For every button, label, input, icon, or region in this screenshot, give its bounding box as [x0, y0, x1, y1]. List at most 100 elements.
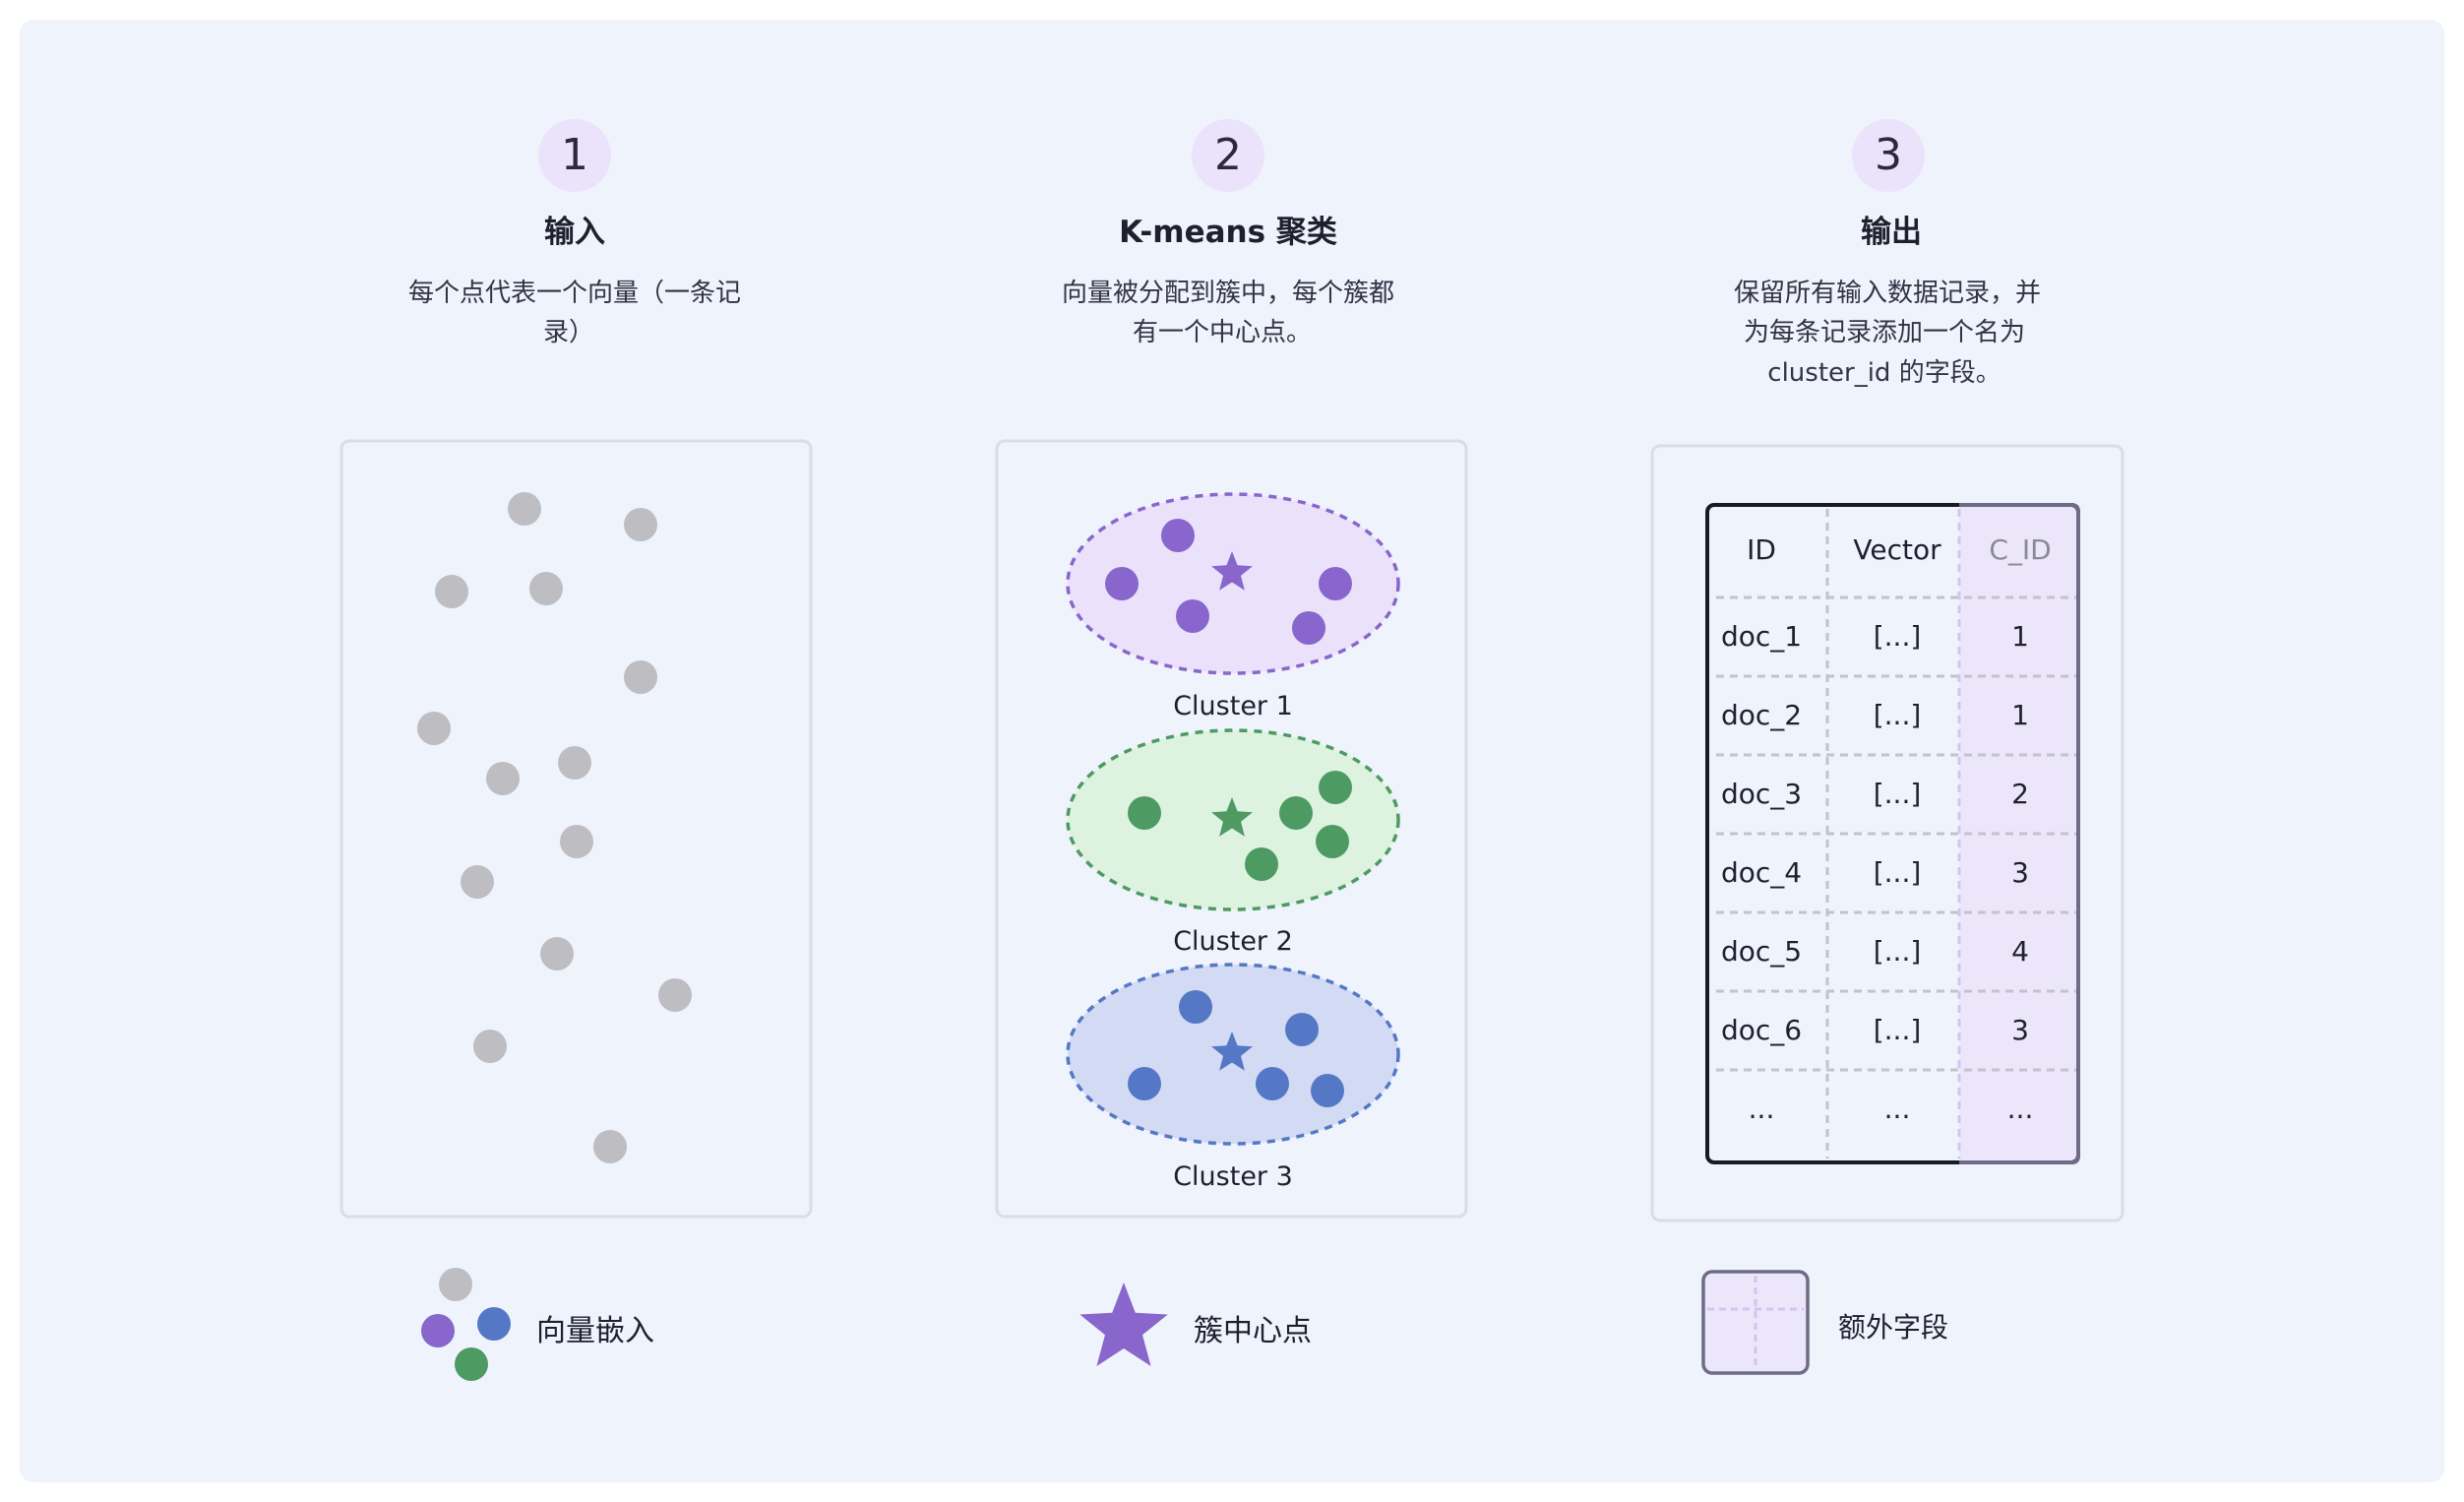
- clusters: Cluster 1 Cluster 2 Cluster 3: [1066, 492, 1400, 1192]
- legend-purple-dot: [421, 1314, 455, 1347]
- legend-embedding-label: 向量嵌入: [536, 1314, 654, 1348]
- step-1-badge: [538, 119, 611, 192]
- legend: 向量嵌入 簇中心点 额外字段: [421, 1268, 1948, 1381]
- table-extra-column-edge: [1959, 503, 2080, 1164]
- step-2-desc-line-2: 有一个中心点。: [1133, 318, 1312, 347]
- cluster-2: Cluster 2: [1066, 728, 1400, 957]
- cluster-2-marks: [1128, 771, 1352, 881]
- table-header-id: ID: [1747, 533, 1776, 566]
- step-3-title: 输出: [1861, 215, 1922, 250]
- input-point-2: [624, 508, 657, 541]
- legend-extra-field-swatch: [1701, 1270, 1810, 1375]
- table-cell: 2: [2011, 778, 2029, 810]
- cluster-3: Cluster 3: [1066, 963, 1400, 1192]
- table-cell: 1: [2011, 620, 2029, 653]
- legend-star-icon: [1079, 1283, 1168, 1366]
- legend-blue-dot: [477, 1307, 511, 1341]
- legend-gray-dot: [439, 1268, 472, 1301]
- input-point-9: [560, 825, 593, 858]
- table-cell: doc_2: [1721, 699, 1802, 731]
- cluster-2-point-4: [1316, 825, 1349, 858]
- table-cell: 1: [2011, 699, 2029, 731]
- input-point-4: [529, 572, 563, 605]
- cluster-3-point-4: [1256, 1067, 1289, 1100]
- legend-extra-field-label: 额外字段: [1838, 1311, 1948, 1344]
- table-row: doc_2 [...] 1: [1721, 699, 2029, 731]
- legend-green-dot: [455, 1347, 488, 1381]
- cluster-2-point-5: [1245, 847, 1278, 881]
- cluster-1-point-5: [1292, 611, 1325, 645]
- legend-embedding: 向量嵌入: [421, 1268, 654, 1381]
- step-3-badge: [1852, 119, 1925, 192]
- cluster-1-label: Cluster 1: [1173, 691, 1293, 721]
- table-cell: doc_6: [1721, 1014, 1802, 1046]
- table-header-c-id: C_ID: [1989, 533, 2051, 566]
- table-cell: doc_1: [1721, 620, 1802, 653]
- step-1-header: 1 输入 每个点代表一个向量（一条记 录）: [408, 119, 741, 347]
- input-point-10: [461, 865, 494, 899]
- input-point-1: [508, 492, 541, 526]
- step-3-desc-line-1: 保留所有输入数据记录，并: [1734, 279, 2041, 308]
- step-3-number: 3: [1875, 130, 1902, 180]
- table-cell: [...]: [1874, 620, 1922, 653]
- cluster-2-label: Cluster 2: [1173, 926, 1293, 957]
- cluster-2-centroid-star-icon: [1211, 797, 1253, 837]
- cluster-1-point-3: [1176, 599, 1209, 633]
- input-point-5: [624, 660, 657, 694]
- table-row: doc_6 [...] 3: [1721, 1014, 2029, 1046]
- step-3-desc-line-3: cluster_id 的字段。: [1767, 358, 2001, 388]
- table-cell: [...]: [1874, 778, 1922, 810]
- table-cell: [...]: [1874, 699, 1922, 731]
- cluster-2-point-1: [1128, 796, 1161, 830]
- input-point-8: [558, 746, 591, 780]
- cluster-3-point-2: [1285, 1013, 1319, 1046]
- step-1-number: 1: [561, 130, 588, 180]
- cluster-3-marks: [1128, 990, 1344, 1107]
- step-1-desc-line-2: 录）: [543, 318, 594, 347]
- input-point-7: [486, 762, 520, 795]
- legend-extra-field: 额外字段: [1701, 1270, 1948, 1375]
- legend-centroid: 簇中心点: [1079, 1283, 1312, 1366]
- step-3-header: 3 输出 保留所有输入数据记录，并 为每条记录添加一个名为 cluster_id…: [1734, 119, 2041, 388]
- cluster-2-point-3: [1319, 771, 1352, 804]
- step-3-desc-line-2: 为每条记录添加一个名为: [1744, 318, 2025, 347]
- table-row: doc_5[...]4: [1721, 935, 2029, 968]
- input-point-12: [658, 978, 692, 1012]
- table-row: doc_4[...]3: [1721, 856, 2029, 889]
- input-point-11: [540, 937, 574, 970]
- table-extra-column-fill: [1959, 505, 2078, 1162]
- cluster-1-point-1: [1161, 519, 1195, 552]
- table-cell: doc_4: [1721, 856, 1802, 889]
- table-cell: [...]: [1874, 935, 1922, 968]
- cluster-3-point-3: [1128, 1067, 1161, 1100]
- table-row: .........: [1749, 1093, 2034, 1125]
- step-2-header: 2 K-means 聚类 向量被分配到簇中，每个簇都 有一个中心点。: [1062, 119, 1394, 347]
- table-header-vector: Vector: [1853, 533, 1941, 566]
- step-1-title: 输入: [544, 215, 605, 250]
- table-row: doc_1 [...] 1: [1721, 620, 2029, 653]
- table-cell: 3: [2011, 856, 2029, 889]
- table-cell: ...: [2007, 1093, 2034, 1125]
- input-points: [417, 492, 692, 1163]
- step-1-desc-line-1: 每个点代表一个向量（一条记: [408, 279, 741, 308]
- table-cell: ...: [1749, 1093, 1775, 1125]
- input-point-14: [593, 1130, 627, 1163]
- cluster-3-centroid-star-icon: [1211, 1032, 1253, 1071]
- table-row: doc_3[...]2: [1721, 778, 2029, 810]
- cluster-1-marks: [1105, 519, 1352, 645]
- step-2-desc-line-1: 向量被分配到簇中，每个簇都: [1062, 279, 1394, 308]
- cluster-3-point-5: [1311, 1074, 1344, 1107]
- cluster-3-label: Cluster 3: [1173, 1161, 1293, 1192]
- cluster-1-centroid-star-icon: [1211, 551, 1253, 591]
- input-point-6: [417, 712, 451, 745]
- table-cell: doc_5: [1721, 935, 1802, 968]
- step-2-title: K-means 聚类: [1119, 215, 1337, 250]
- input-point-3: [435, 575, 468, 608]
- table-cell: 3: [2011, 1014, 2029, 1046]
- table-cell: [...]: [1874, 1014, 1922, 1046]
- table-cell: ...: [1884, 1093, 1911, 1125]
- step-2-number: 2: [1214, 130, 1242, 180]
- legend-centroid-label: 簇中心点: [1194, 1314, 1312, 1348]
